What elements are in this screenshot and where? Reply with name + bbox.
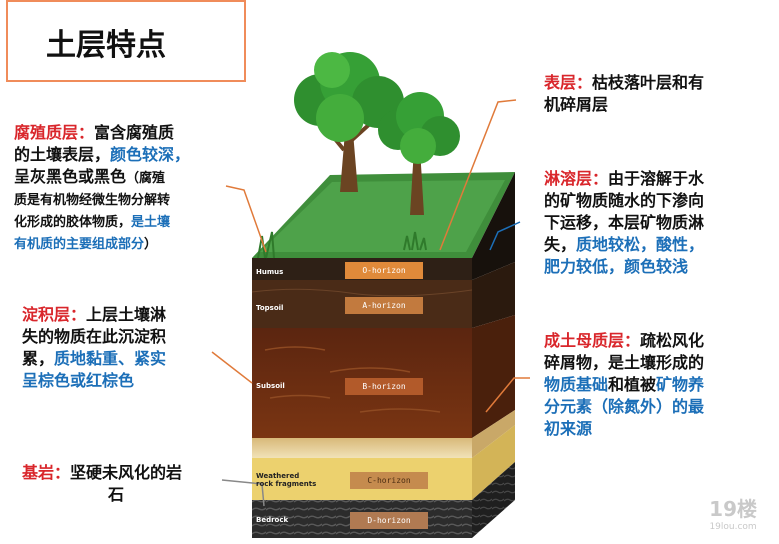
watermark-logo: 19楼 19lou.com (709, 497, 757, 536)
surface-text-2: 机碎屑层 (544, 95, 609, 114)
layer-label-humus: Humus (256, 268, 284, 276)
humus-text-5b: 是土壤 (131, 215, 171, 230)
annotation-humus-layer: 腐殖质层：富含腐殖质 的土壤表层，颜色较深， 呈灰黑色或黑色（腐殖 质是有机物经… (14, 122, 244, 254)
humus-text-6: ） (144, 237, 158, 252)
leach-text-4: 失， (544, 235, 577, 254)
layer-label-weathered: Weathered rock fragments (256, 472, 316, 488)
bedrock-pointer (221, 479, 265, 507)
bedrock-name: 基岩： (22, 463, 71, 482)
deposit-text-1: 上层土壤淋 (86, 305, 167, 324)
bedrock-text-2: 石 (108, 485, 125, 504)
humus-text-3s: （腐殖 (126, 171, 166, 186)
leach-text-3: 下运移，本层矿物质淋 (544, 213, 705, 232)
horizon-d-box: D-horizon (350, 512, 428, 529)
humus-text-4: 质是有机物经微生物分解转 (14, 193, 171, 208)
parent-layer-name: 成土母质层： (544, 331, 641, 350)
title-box: 土层特点 (6, 0, 246, 82)
horizon-c-box: C-horizon (350, 472, 428, 489)
annotation-surface-layer: 表层：枯枝落叶层和有 机碎屑层 (544, 72, 764, 116)
humus-text-2: 的土壤表层， (14, 145, 111, 164)
watermark-main: 19楼 (709, 497, 757, 521)
parent-text-3b: 物质基础 (544, 375, 609, 394)
leach-text-1: 由于溶解于水 (608, 169, 705, 188)
leach-layer-name: 淋溶层： (544, 169, 609, 188)
pointer-lines (211, 99, 530, 413)
humus-text-1: 富含腐殖质 (94, 123, 175, 142)
deposit-text-4b: 呈棕色或红棕色 (22, 371, 135, 390)
annotation-deposit-layer: 淀积层：上层土壤淋 失的物质在此沉淀积 累，质地黏重、紧实 呈棕色或红棕色 (22, 304, 222, 392)
humus-text-2b: 颜色较深， (110, 145, 191, 164)
layer-label-subsoil: Subsoil (256, 382, 285, 390)
page-title: 土层特点 (46, 28, 166, 63)
deposit-text-2: 失的物质在此沉淀积 (22, 327, 167, 346)
soil-side-face (472, 172, 515, 538)
parent-text-3: 和植被 (608, 375, 657, 394)
parent-text-3c: 矿物养 (656, 375, 705, 394)
layer-label-weathered-line2: rock fragments (256, 480, 317, 488)
parent-text-5b: 初来源 (544, 419, 593, 438)
leach-text-5b: 肥力较低，颜色较浅 (544, 257, 689, 276)
parent-text-4b: 分元素（除氮外）的最 (544, 397, 705, 416)
humus-text-3: 呈灰黑色或黑色 (14, 167, 127, 186)
parent-text-1: 疏松风化 (640, 331, 705, 350)
annotation-leach-layer: 淋溶层：由于溶解于水 的矿物质随水的下渗向 下运移，本层矿物质淋 失，质地较松，… (544, 168, 769, 278)
layer-label-weathered-line1: Weathered (256, 472, 300, 480)
deposit-layer-name: 淀积层： (22, 305, 87, 324)
layer-label-bedrock: Bedrock (256, 516, 289, 524)
leach-text-2: 的矿物质随水的下渗向 (544, 191, 705, 210)
annotation-parent-material: 成土母质层：疏松风化 碎屑物，是土壤形成的 物质基础和植被矿物养 分元素（除氮外… (544, 330, 769, 440)
horizon-a-box: A-horizon (345, 297, 423, 314)
layer-label-topsoil: Topsoil (256, 304, 284, 312)
tree-illustration (294, 52, 460, 215)
parent-text-2: 碎屑物，是土壤形成的 (544, 353, 705, 372)
leach-pointer (489, 221, 521, 251)
humus-text-5: 化形成的胶体物质， (14, 215, 132, 230)
horizon-b-box: B-horizon (345, 378, 423, 395)
horizon-o-box: O-horizon (345, 262, 423, 279)
deposit-text-3b: 质地黏重、紧实 (54, 349, 167, 368)
surface-layer-name: 表层： (544, 73, 593, 92)
surface-text-1: 枯枝落叶层和有 (592, 73, 705, 92)
humus-text-6b: 有机质的主要组成部分 (14, 237, 145, 252)
annotation-bedrock: 基岩：坚硬未风化的岩 石 (22, 462, 222, 506)
deposit-text-3: 累， (22, 349, 55, 368)
watermark-sub: 19lou.com (709, 522, 757, 532)
humus-layer-name: 腐殖质层： (14, 123, 95, 142)
bedrock-text-1: 坚硬未风化的岩 (70, 463, 183, 482)
leach-text-4b: 质地较松，酸性， (576, 235, 705, 254)
